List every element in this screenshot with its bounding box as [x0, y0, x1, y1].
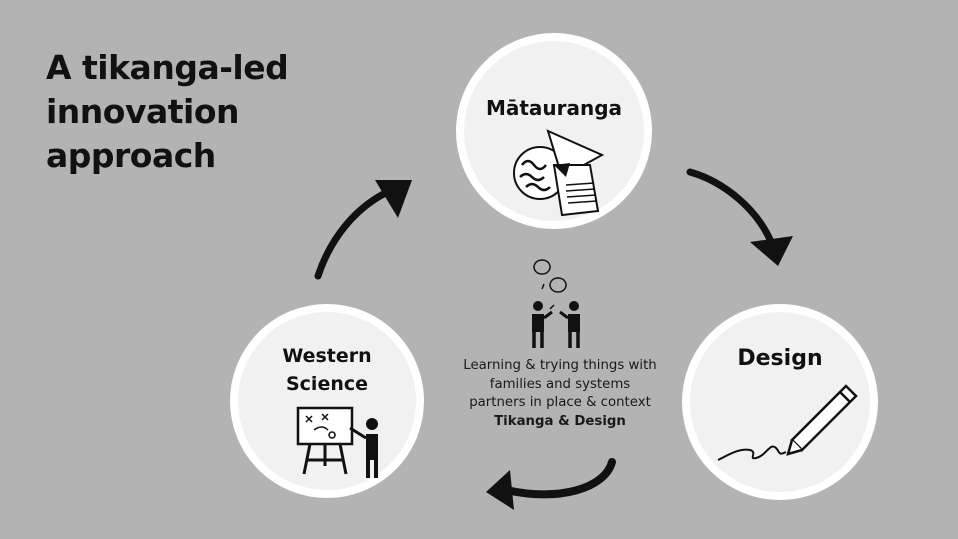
pencil-scribble-icon: [717, 384, 858, 461]
center-line3: partners in place & context: [469, 395, 651, 410]
abstract-shapes-icon: [513, 129, 605, 217]
design-node: Design: [682, 304, 878, 500]
center-line2: families and systems: [489, 376, 631, 392]
center-description: Learning & trying things with families a…: [446, 357, 674, 431]
center-line1: Learning & trying things with: [463, 358, 657, 373]
presenter-whiteboard-icon: [296, 406, 378, 478]
western-science-node: Western Science: [230, 304, 424, 498]
western-science-label: Western Science: [238, 342, 416, 398]
two-people-talking-icon: [532, 259, 580, 348]
matauranga-label: Mātauranga: [485, 96, 623, 120]
western-science-label-line2: Science: [285, 373, 369, 395]
matauranga-node: Mātauranga: [456, 33, 652, 229]
design-label: Design: [737, 346, 823, 371]
western-science-label-line1: Western: [282, 345, 372, 367]
page-title: A tikanga-led innovation approach: [46, 48, 289, 175]
center-emphasis: Tikanga & Design: [494, 413, 626, 429]
